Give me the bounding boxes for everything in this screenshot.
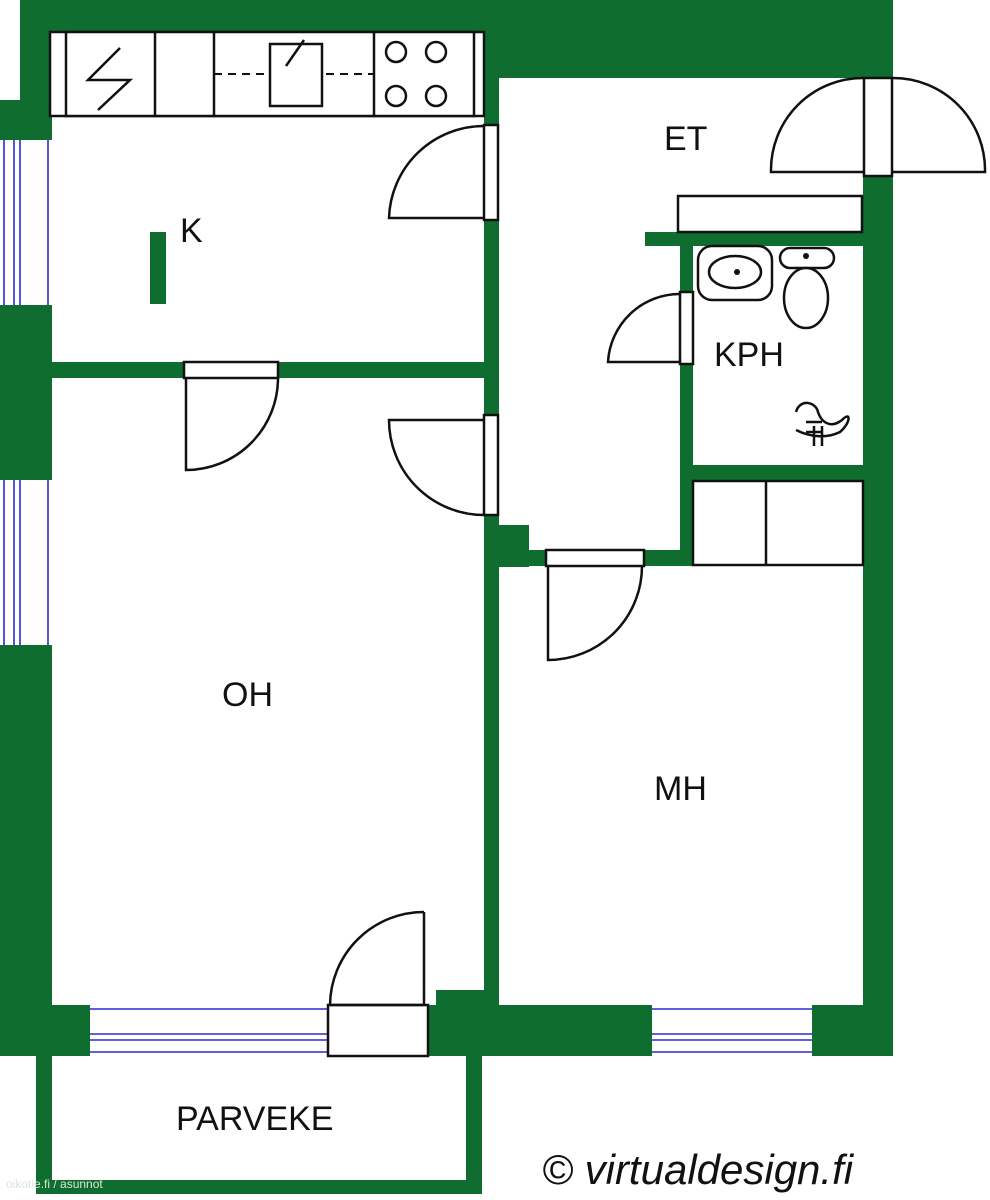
label-bedroom: MH — [654, 770, 707, 808]
wall-center — [484, 34, 499, 1056]
door-living — [387, 413, 500, 517]
wall-bath-bottom — [680, 465, 865, 481]
designer-credit: © virtualdesign.fi — [542, 1146, 855, 1193]
label-living-room: OH — [222, 676, 273, 714]
wall-bath-top — [645, 232, 865, 246]
window-kitchen-left — [0, 140, 52, 305]
stove-icon — [384, 40, 448, 108]
door-kitchen-living — [182, 360, 280, 472]
wall-kitchen-stub — [150, 232, 166, 304]
label-balcony: PARVEKE — [176, 1100, 333, 1138]
wall-right — [863, 34, 893, 1056]
wall-top-right-thick — [484, 34, 893, 78]
kitchen-counter — [48, 30, 486, 118]
balcony-wall-left — [36, 1056, 52, 1186]
door-bedroom — [544, 548, 646, 662]
door-balcony — [326, 910, 430, 1058]
shower-icon — [794, 401, 850, 446]
wardrobes — [691, 479, 865, 567]
door-kitchen — [387, 123, 500, 222]
bathroom-fixtures — [696, 244, 850, 446]
door-entrance — [769, 76, 987, 178]
entrance-shelf — [676, 194, 864, 234]
window-living-left — [0, 480, 52, 645]
wall-bath-left — [680, 232, 693, 566]
label-entrance: ET — [664, 120, 707, 158]
window-living-bottom — [90, 1005, 328, 1056]
balcony-wall-bottom — [36, 1180, 482, 1194]
doors — [182, 76, 987, 1058]
balcony-wall-right — [466, 1056, 482, 1186]
wall-left-pier-1 — [0, 100, 52, 140]
wall-top — [20, 0, 893, 34]
wall-left-pier-3 — [0, 645, 52, 1056]
door-bathroom — [606, 290, 695, 366]
source-watermark: oikotie.fi / asunnot — [6, 1177, 103, 1191]
label-bathroom: KPH — [714, 336, 784, 374]
fridge-symbol-icon — [84, 47, 134, 111]
room-labels: K ET KPH OH MH PARVEKE — [176, 120, 784, 1138]
windows — [0, 140, 812, 1056]
label-kitchen: K — [180, 212, 203, 250]
sink-icon — [268, 42, 324, 108]
wall-bottom-step — [436, 990, 496, 1010]
wall-left-pier-2 — [0, 305, 52, 480]
window-bedroom-bottom — [652, 1005, 812, 1056]
